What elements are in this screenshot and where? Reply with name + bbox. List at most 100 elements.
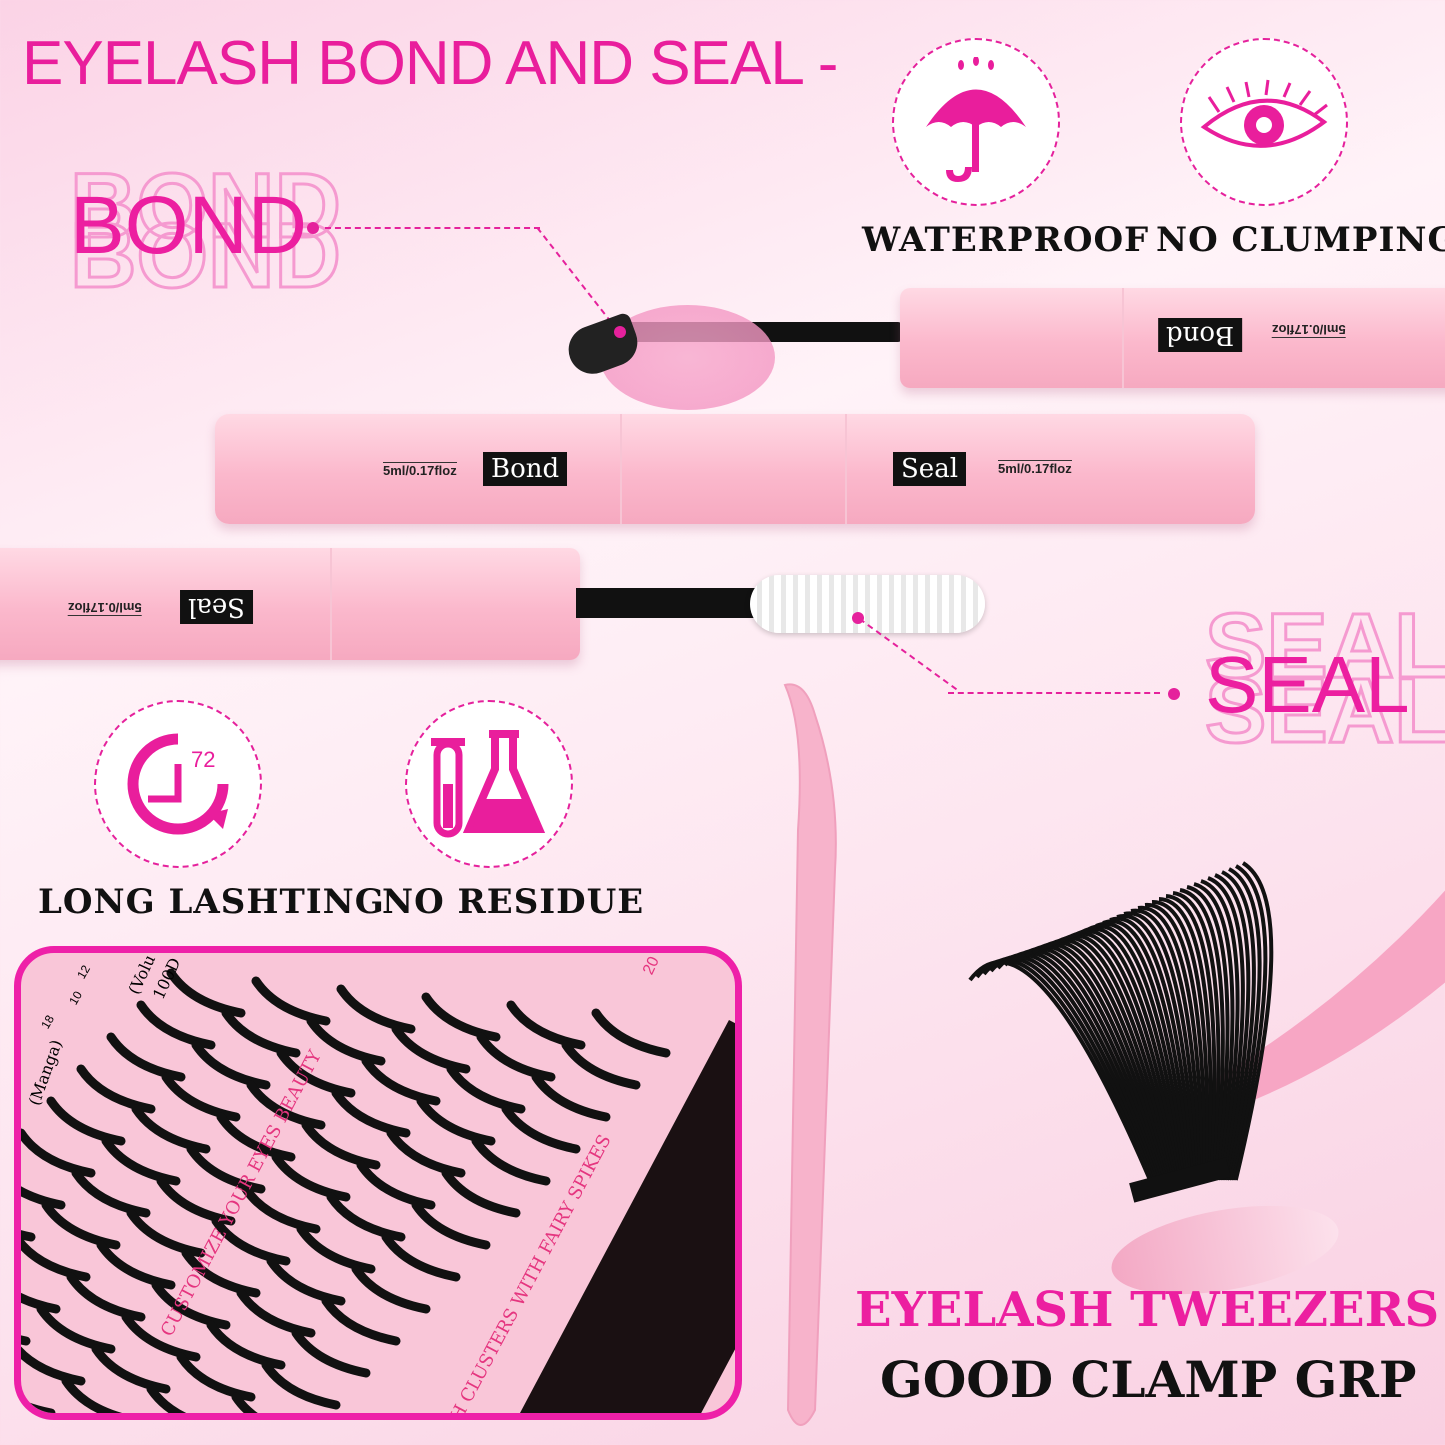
lash-strip xyxy=(471,1136,551,1186)
seal-brush xyxy=(750,575,985,633)
lash-strip xyxy=(591,1008,671,1058)
lash-strip xyxy=(416,1096,496,1146)
lash-strip xyxy=(136,1000,216,1050)
lash-strip xyxy=(181,1248,261,1298)
lash-hair xyxy=(1200,879,1240,1181)
lash-strip xyxy=(166,968,246,1018)
callout-dot xyxy=(307,222,319,234)
bond-tube-label: Bond xyxy=(1158,318,1243,352)
callout-line xyxy=(325,227,540,229)
lash-strip xyxy=(301,1120,381,1170)
lash-strip xyxy=(296,1224,376,1274)
lash-strip xyxy=(246,1080,326,1130)
lash-hair xyxy=(1095,922,1192,1181)
lash-strip xyxy=(221,1008,301,1058)
seal-tube-label: Seal xyxy=(893,452,967,486)
lash-strip xyxy=(41,1200,121,1250)
feature-long-lasting-icon-circle: 72 xyxy=(94,700,262,868)
tweezers-title: EYELASH TWEEZERS xyxy=(855,1282,1440,1338)
lash-hair xyxy=(1172,891,1221,1181)
feature-no-clumping-icon-circle xyxy=(1180,38,1348,206)
tweezers-subtitle: GOOD CLAMP GRP xyxy=(880,1350,1417,1409)
feature-no-residue-icon-circle xyxy=(405,700,573,868)
lash-strip xyxy=(336,984,416,1034)
lash-strip xyxy=(21,1128,96,1178)
lash-strip xyxy=(161,1072,241,1122)
lash-strip xyxy=(266,1256,346,1306)
lash-hair xyxy=(1144,902,1207,1181)
seal-outline-text: SEAL xyxy=(1203,595,1445,697)
lash-hair xyxy=(1151,899,1210,1181)
lash-hair xyxy=(1102,919,1194,1181)
clock-72-hours-icon: 72 xyxy=(127,733,229,835)
lash-strip xyxy=(391,1024,471,1074)
lash-strip xyxy=(156,1176,236,1226)
lash-hair xyxy=(1207,876,1245,1181)
bond-tube-label: Bond xyxy=(483,452,568,486)
lash-strip xyxy=(331,1088,411,1138)
lash-strip xyxy=(476,1032,556,1082)
lash-hair xyxy=(1158,897,1213,1181)
lash-strip xyxy=(191,1040,271,1090)
lash-hair xyxy=(1231,864,1268,1181)
lash-hair xyxy=(1109,916,1196,1181)
lash-strip xyxy=(261,1360,341,1410)
lash-strip xyxy=(276,1048,356,1098)
lash-strip xyxy=(66,1272,146,1322)
lash-strip xyxy=(151,1280,231,1330)
feature-label: NO CLUMPING xyxy=(1156,220,1445,260)
lash-strip xyxy=(121,1312,201,1362)
tube-volume: 5ml/0.17floz xyxy=(383,462,457,478)
lash-strip xyxy=(306,1016,386,1066)
clock-72-text: 72 xyxy=(191,747,215,772)
lash-strip xyxy=(421,992,501,1042)
lash-cluster-image xyxy=(968,861,1274,1203)
callout-line xyxy=(536,227,612,323)
lash-strip xyxy=(71,1168,151,1218)
lash-strip xyxy=(21,1230,36,1242)
lash-strip xyxy=(561,1040,641,1090)
feature-label: NO RESIDUE xyxy=(382,882,645,922)
lash-hair xyxy=(1130,908,1203,1181)
lash-tray-photo: CUSTOMIZE YOUR EYES BEAUTY SH CLUSTERS W… xyxy=(14,946,742,1420)
lash-hair xyxy=(1088,924,1190,1181)
lash-hair xyxy=(1116,914,1199,1181)
lash-strip xyxy=(326,1192,406,1242)
callout-dot xyxy=(852,612,864,624)
lash-strip xyxy=(321,1296,401,1346)
feature-waterproof-icon-circle xyxy=(892,38,1060,206)
lash-strip xyxy=(241,1184,321,1234)
lash-strip xyxy=(381,1232,461,1282)
lash-hair xyxy=(1228,867,1262,1181)
lash-strip xyxy=(386,1128,466,1178)
lash-strip xyxy=(176,1352,256,1402)
callout-line xyxy=(948,692,1160,694)
lash-strip xyxy=(91,1344,171,1394)
lash-strip xyxy=(441,1168,521,1218)
callout-dot xyxy=(1168,688,1180,700)
lash-strip xyxy=(146,1384,187,1413)
tube-volume: 5ml/0.17floz xyxy=(998,460,1072,476)
feature-label: LONG LASHTING xyxy=(38,882,385,922)
dual-tube: 5ml/0.17floz Bond Seal 5ml/0.17floz xyxy=(215,414,1255,524)
tube-volume: 5ml/0.17floz xyxy=(68,600,142,616)
bond-tube-top: Bond 5ml/0.17floz xyxy=(900,288,1445,388)
lash-strip xyxy=(351,1264,431,1314)
bond-outline-text: BOND xyxy=(69,205,343,307)
bond-outline-text: BOND xyxy=(69,155,343,257)
bond-label: BOND xyxy=(70,180,307,271)
feature-label: WATERPROOF xyxy=(862,220,1150,260)
eye-lash-icon xyxy=(1200,79,1328,148)
tweezers-image xyxy=(783,683,837,1426)
lash-strip xyxy=(36,1304,116,1354)
lash-strip xyxy=(131,1104,211,1154)
lash-hair xyxy=(1165,894,1217,1181)
lash-hair xyxy=(1221,870,1256,1181)
lash-rows xyxy=(21,968,735,1413)
lash-strip xyxy=(411,1200,491,1250)
seal-tube-left: 5ml/0.17floz Seal xyxy=(0,548,580,660)
lash-strip xyxy=(231,1392,258,1413)
lash-strip xyxy=(446,1064,526,1114)
lash-strip xyxy=(46,1096,126,1146)
lash-strip xyxy=(21,1292,61,1314)
